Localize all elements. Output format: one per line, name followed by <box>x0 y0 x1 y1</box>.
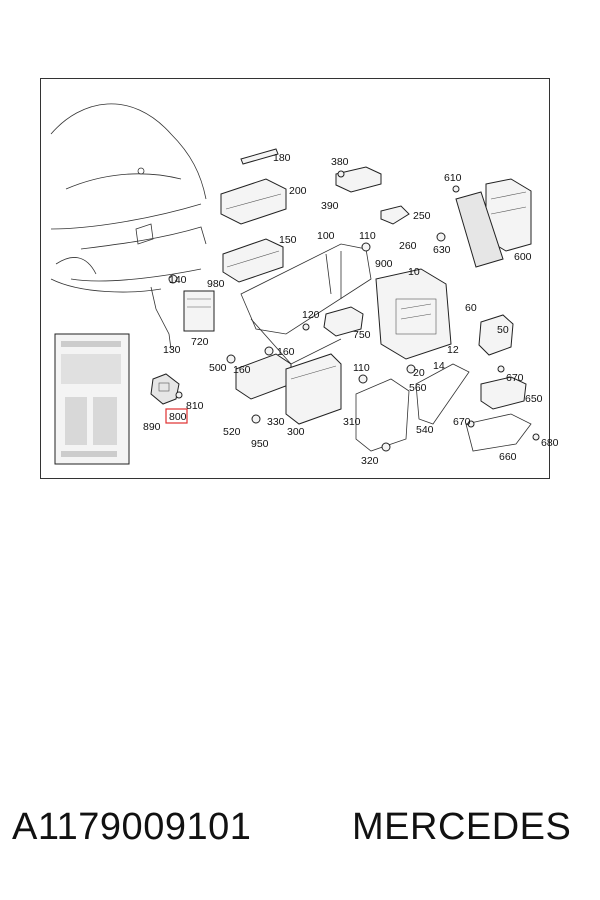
module-720 <box>183 290 215 332</box>
callout-label: 14 <box>433 360 445 372</box>
ecu-200 <box>220 178 287 225</box>
callout-label: 540 <box>416 424 434 436</box>
callout-label: 890 <box>143 421 161 433</box>
module-620 <box>455 191 504 268</box>
callout-label: 120 <box>302 309 320 321</box>
module-300 <box>285 353 342 425</box>
callout-label: 260 <box>399 240 417 252</box>
callout-label: 610 <box>444 172 462 184</box>
callout-label: 670 <box>453 416 471 428</box>
callout-label: 110 <box>353 362 370 374</box>
callout-label: 520 <box>223 426 241 438</box>
callout-label: 320 <box>361 455 379 467</box>
callout-label: 670 <box>506 372 524 384</box>
callout-label: 650 <box>525 393 543 405</box>
fasteners <box>168 170 540 452</box>
exploded-view-drawing: 180 380 200 610 390 250 150 100 110 260 … <box>50 103 559 467</box>
callout-label: 720 <box>191 336 209 348</box>
strip-180 <box>240 148 279 165</box>
module-750 <box>323 306 364 337</box>
callout-label: 180 <box>273 152 291 164</box>
callout-label: 60 <box>465 302 477 314</box>
callout-label: 140 <box>169 274 187 286</box>
callout-label: 380 <box>331 156 349 168</box>
callout-label-highlighted: 800 <box>169 411 187 423</box>
callout-label: 250 <box>413 210 431 222</box>
ecu-150 <box>222 238 284 283</box>
car-outline <box>50 103 207 293</box>
callout-label: 130 <box>163 344 181 356</box>
bracket-660 <box>465 413 532 452</box>
callout-label: 160 <box>233 364 251 376</box>
fusebox-10 <box>375 268 452 360</box>
cable-130 <box>150 286 172 350</box>
module-800 <box>150 373 180 405</box>
module-50 <box>478 314 514 356</box>
callout-label: 680 <box>541 437 559 449</box>
callout-label: 810 <box>186 400 204 412</box>
module-500 <box>235 353 292 400</box>
callout-label: 660 <box>499 451 517 463</box>
callout-label: 150 <box>279 234 297 246</box>
callout-label: 330 <box>267 416 285 428</box>
callout-label: 20 <box>413 367 425 379</box>
callout-label: 560 <box>409 382 427 394</box>
highlight-box <box>165 408 188 424</box>
bracket-540 <box>415 363 470 425</box>
callout-label: 100 <box>317 230 335 242</box>
module-650 <box>480 376 527 410</box>
callout-label: 110 <box>359 230 376 242</box>
manual-thumbnail <box>54 333 130 465</box>
bracket-310 <box>355 378 410 452</box>
part-number: A1179009101 <box>12 806 252 848</box>
callout-label: 50 <box>497 324 509 336</box>
callout-label: 900 <box>375 258 393 270</box>
callout-label: 310 <box>343 416 361 428</box>
callout-label: 630 <box>433 244 451 256</box>
brand-name: MERCEDES <box>352 806 572 848</box>
callout-label: 200 <box>289 185 307 197</box>
callout-label: 750 <box>353 329 371 341</box>
callout-label: 160 <box>277 346 295 358</box>
callout-label: 300 <box>287 426 305 438</box>
callout-label: 500 <box>209 362 227 374</box>
callout-label: 600 <box>514 251 532 263</box>
callout-label: 980 <box>207 278 225 290</box>
callout-label: 390 <box>321 200 339 212</box>
bracket-250 <box>380 205 410 225</box>
callout-label: 950 <box>251 438 269 450</box>
module-380 <box>335 166 382 193</box>
callout-labels: 180 380 200 610 390 250 150 100 110 260 … <box>143 152 559 467</box>
callout-label: 10 <box>408 266 420 278</box>
callout-label: 12 <box>447 344 459 356</box>
parts-diagram: 180 380 200 610 390 250 150 100 110 260 … <box>40 78 559 479</box>
